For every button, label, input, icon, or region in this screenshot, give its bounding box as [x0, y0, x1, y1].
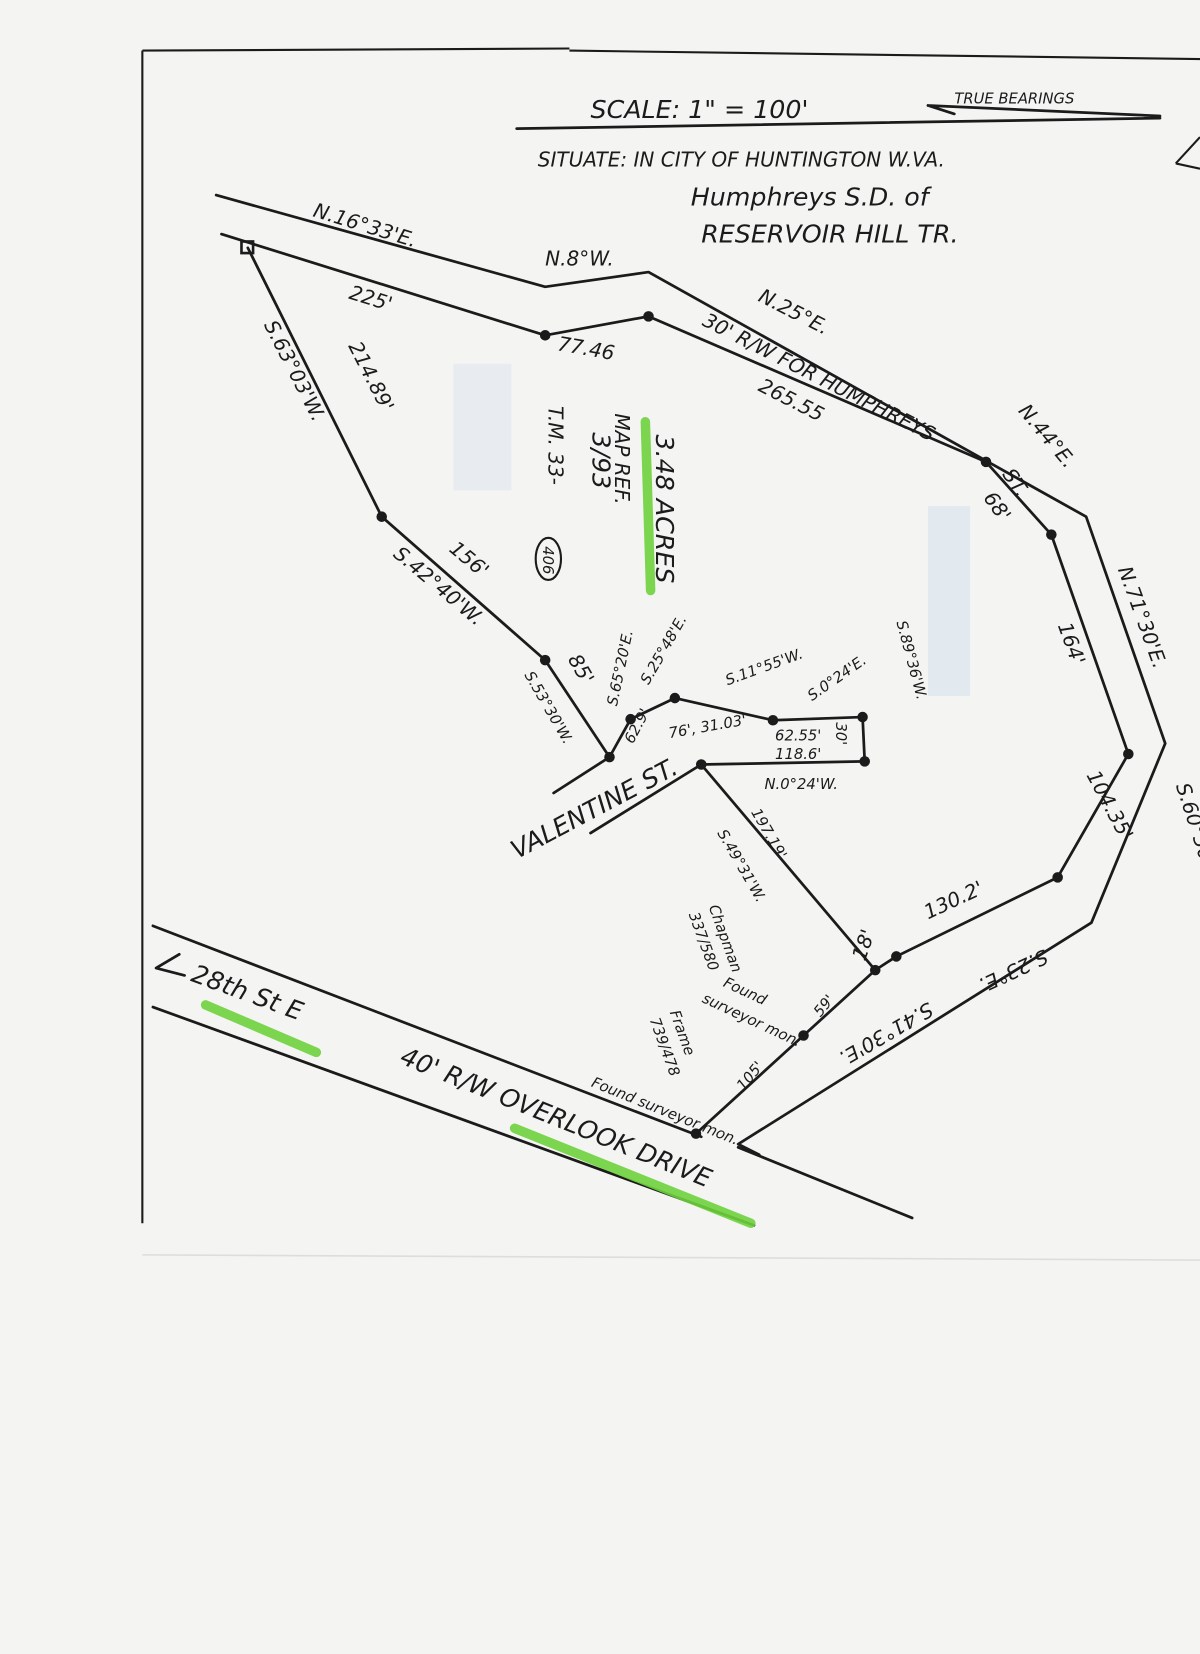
street-highlight — [200, 1000, 322, 1058]
survey-point — [891, 951, 902, 962]
survey-points — [376, 311, 1134, 1139]
situate-label: SITUATE: IN CITY OF HUNTINGTON W.VA. — [538, 148, 945, 172]
bearing-label: N.25°E. — [755, 284, 833, 340]
north-arrow-icon — [1174, 136, 1200, 170]
corner-marker-icon — [240, 240, 255, 255]
tract-label: RESERVOIR HILL TR. — [701, 220, 958, 249]
stain — [927, 506, 971, 696]
survey-point — [869, 964, 881, 976]
distance-label: 104.35' — [1082, 766, 1139, 844]
bearing-label: S.65°20'E. — [604, 628, 637, 707]
survey-point — [980, 456, 992, 468]
bearing-label: S.41°30'E. — [835, 997, 938, 1070]
survey-point — [643, 311, 654, 322]
tax-map-label: T.M. 33- — [543, 406, 567, 485]
survey-point — [1052, 872, 1063, 883]
acres-label: 3.48 ACRES — [650, 434, 679, 583]
survey-point — [604, 751, 615, 763]
paper-top-edge — [142, 47, 1200, 61]
distance-label: 62.55' — [775, 727, 821, 744]
bearing-label: S.53°30'W. — [521, 668, 576, 747]
true-bearings-label: TRUE BEARINGS — [954, 90, 1074, 107]
tax-map-circle — [534, 536, 563, 582]
bearing-label: S.11°55'W. — [723, 645, 805, 689]
distance-label: 105' — [733, 1058, 767, 1094]
survey-point — [539, 330, 551, 341]
valentine-st-lines — [552, 755, 703, 835]
bearing-label: S.25°48'E. — [637, 612, 690, 687]
map-ref-label: MAP REF. — [610, 413, 634, 504]
distance-label: 156' — [445, 536, 494, 582]
tax-map-number: 406 — [539, 546, 556, 574]
map-ref-number: 3/93 — [587, 432, 616, 489]
bearing-label: S.0°24'E. — [805, 652, 870, 705]
bearing-label: N.0°24'W. — [765, 776, 838, 793]
survey-point — [625, 713, 636, 725]
overlook-drive-lines — [151, 924, 914, 1227]
survey-point — [376, 511, 388, 522]
distance-label: 197.19' — [747, 805, 790, 862]
survey-point — [798, 1030, 809, 1041]
distance-label: 85' — [563, 650, 599, 689]
bearing-label: N.16°33'E. — [311, 198, 420, 252]
survey-point — [669, 692, 681, 704]
survey-point — [859, 756, 870, 767]
scale-label: SCALE: 1" = 100' — [591, 95, 809, 124]
distance-label: 76', 31.03' — [667, 712, 747, 742]
survey-point — [690, 1128, 702, 1139]
survey-point — [1046, 529, 1057, 540]
survey-point — [539, 654, 551, 666]
humphreys-outer-line — [214, 193, 1167, 1157]
bearing-label: N.44°E. — [1014, 399, 1081, 473]
cross-street-label: 28th St E — [188, 959, 307, 1026]
bearing-label: S.89°36'W. — [892, 619, 929, 702]
distance-label: 30' — [832, 722, 849, 745]
acres-highlight — [640, 417, 656, 596]
distance-label: 59' — [810, 992, 838, 1020]
valentine-st-label: VALENTINE ST. — [506, 753, 682, 865]
survey-point — [767, 714, 779, 726]
subdivision-label: Humphreys S.D. of — [691, 183, 933, 212]
bearing-label: N.8°W. — [545, 247, 614, 271]
survey-point — [695, 759, 707, 770]
bearing-label: S.60°30'E. — [1171, 780, 1200, 887]
arrow-left-icon — [154, 952, 186, 977]
survey-point — [1123, 748, 1134, 760]
distance-label: 214.89' — [344, 337, 400, 415]
stain — [453, 363, 512, 491]
bearing-label: S.23°E. — [975, 945, 1052, 998]
distance-label: 77.46 — [556, 331, 617, 365]
overlook-highlight — [509, 1123, 756, 1228]
header-rule — [515, 104, 1162, 131]
bearing-label: S.49°31'W. — [714, 827, 769, 906]
distance-label: 118.6' — [775, 746, 821, 763]
paper-bottom-edge — [142, 1254, 1200, 1261]
survey-point — [857, 711, 868, 723]
bearing-label: S.63°03'W. — [259, 316, 330, 425]
distance-label: 18' — [847, 926, 880, 963]
